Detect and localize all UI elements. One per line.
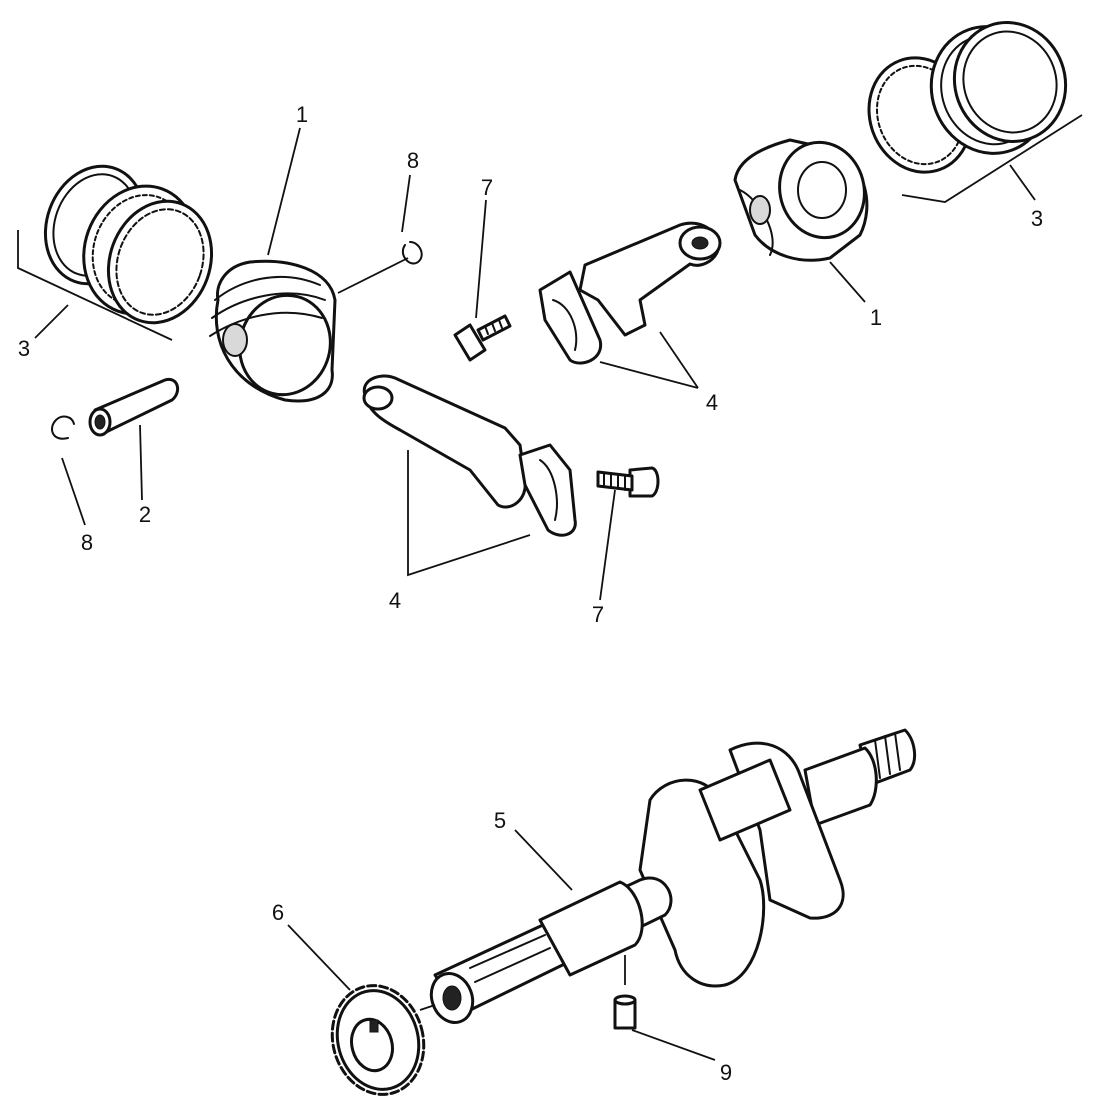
callout-rings-right: 3 (1031, 206, 1043, 231)
callout-piston-left: 1 (296, 102, 308, 127)
callout-gear: 6 (272, 900, 284, 925)
bolt-top (453, 314, 512, 362)
dowel-pin (613, 955, 637, 1030)
callout-crankshaft: 5 (494, 808, 506, 833)
crankshaft (429, 728, 917, 1024)
callout-rings-left: 3 (18, 336, 30, 361)
leader-lines (34, 127, 1036, 1061)
callout-bolt-bottom: 7 (592, 602, 604, 627)
callout-dowel: 9 (720, 1060, 732, 1085)
connecting-rod-lower (362, 374, 577, 537)
callout-piston-right: 1 (870, 305, 882, 330)
callout-rod-bottom: 4 (389, 588, 401, 613)
callout-rod-top: 4 (706, 390, 718, 415)
circlip-top (337, 241, 423, 294)
callout-bolt-top: 7 (481, 175, 493, 200)
callout-piston-pin: 2 (139, 502, 151, 527)
timing-gear (330, 984, 436, 1096)
circlip-left (51, 415, 75, 440)
bolt-bottom (596, 466, 660, 498)
connecting-rod-upper (538, 221, 722, 365)
piston-ring-set-right (867, 21, 1083, 203)
piston-pin (88, 377, 180, 437)
callout-clip-top: 8 (407, 148, 419, 173)
callout-clip-left: 8 (81, 530, 93, 555)
piston-left (209, 259, 337, 403)
piston-ring-set-left (17, 164, 214, 341)
piston-right (733, 138, 869, 262)
